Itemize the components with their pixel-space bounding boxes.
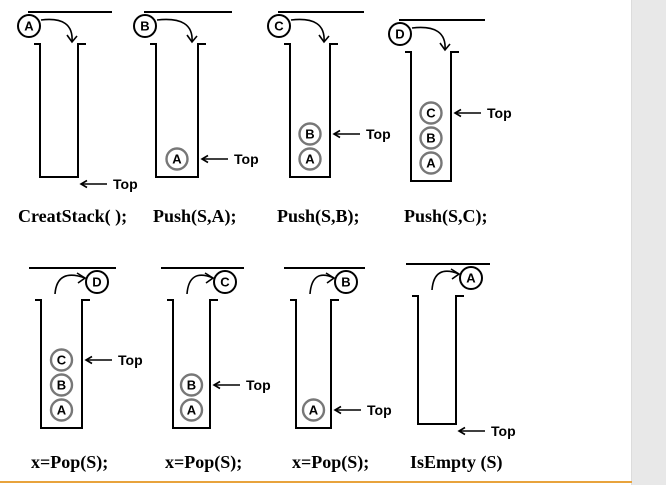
top-pointer-arrow-icon xyxy=(79,179,88,189)
top-label: Top xyxy=(491,423,516,439)
moving-element-label: D xyxy=(395,27,404,42)
moving-element-ball xyxy=(17,14,41,38)
top-label: Top xyxy=(118,352,143,368)
stack-element-label: B xyxy=(426,131,435,146)
curved-arrow-icon xyxy=(54,274,86,295)
moving-element-ball xyxy=(133,14,157,38)
top-pointer-arrow-icon xyxy=(84,355,93,365)
curved-arrow-icon xyxy=(309,274,335,295)
stack-element-label: A xyxy=(305,152,315,167)
arrow-head-icon xyxy=(450,268,461,280)
stack-element-ball xyxy=(179,373,204,397)
stack-element-ball xyxy=(179,398,204,422)
stack-element-label: A xyxy=(172,152,182,167)
top-label: Top xyxy=(246,377,271,393)
stack-container xyxy=(167,299,218,429)
top-label: Top xyxy=(366,126,391,142)
stack-element-label: B xyxy=(57,378,66,393)
stack-element-ball xyxy=(419,151,443,175)
curved-arrow-icon xyxy=(411,26,446,51)
stack-container xyxy=(284,43,338,178)
moving-element-label: B xyxy=(140,19,149,34)
arrow-head-icon xyxy=(204,272,215,284)
stack-element-label: C xyxy=(426,106,436,121)
moving-element-label: C xyxy=(274,19,284,34)
stack-element-label: A xyxy=(426,156,436,171)
stack-frame-7: B A Top x=Pop(S); xyxy=(284,267,392,473)
curved-arrow-icon xyxy=(186,274,214,295)
stack-element-ball xyxy=(49,398,74,422)
curved-arrow-icon xyxy=(40,18,73,43)
stack-element-ball xyxy=(419,126,443,150)
moving-element-label: A xyxy=(466,271,476,286)
top-label: Top xyxy=(487,105,512,121)
arrow-head-icon xyxy=(186,34,198,44)
operation-label: Push(S,A); xyxy=(153,206,237,227)
stack-container xyxy=(290,299,339,429)
moving-element-label: B xyxy=(341,275,350,290)
stack-container xyxy=(150,43,206,178)
top-pointer-arrow-icon xyxy=(333,405,342,415)
stack-element-ball xyxy=(49,348,74,372)
arrow-head-icon xyxy=(318,34,330,44)
top-pointer-arrow-icon xyxy=(453,108,462,118)
top-label: Top xyxy=(113,176,138,192)
operation-label: x=Pop(S); xyxy=(165,452,242,473)
stack-element-ball xyxy=(298,147,322,171)
moving-element-label: D xyxy=(92,275,101,290)
operation-label: Push(S,B); xyxy=(277,206,360,227)
top-label: Top xyxy=(234,151,259,167)
stack-frame-5: D ABC Top x=Pop(S); xyxy=(29,267,143,473)
stack-element-label: B xyxy=(305,127,314,142)
moving-element-ball xyxy=(459,266,483,290)
arrow-head-icon xyxy=(325,272,336,284)
moving-element-label: A xyxy=(24,19,34,34)
top-pointer-arrow-icon xyxy=(457,426,466,436)
operation-label: IsEmpty (S) xyxy=(410,452,503,473)
arrow-head-icon xyxy=(76,272,87,284)
curved-arrow-icon xyxy=(290,18,325,43)
moving-element-ball xyxy=(213,270,237,294)
top-pointer-arrow-icon xyxy=(200,154,209,164)
moving-element-ball xyxy=(388,22,412,46)
stack-element-ball xyxy=(298,122,322,146)
stack-container xyxy=(412,295,464,425)
stack-frame-6: C AB Top x=Pop(S); xyxy=(161,267,271,473)
curved-arrow-icon xyxy=(156,18,193,43)
arrow-head-icon xyxy=(439,42,451,52)
arrow-head-icon xyxy=(66,34,78,44)
stack-element-label: A xyxy=(57,403,67,418)
stack-element-label: A xyxy=(309,403,319,418)
operation-label: x=Pop(S); xyxy=(31,452,108,473)
stack-element-ball xyxy=(301,398,326,422)
moving-element-ball xyxy=(267,14,291,38)
top-pointer-arrow-icon xyxy=(212,380,221,390)
stack-element-ball xyxy=(419,101,443,125)
stack-container xyxy=(405,51,459,182)
stack-element-ball xyxy=(165,147,189,171)
moving-element-ball xyxy=(334,270,358,294)
operation-label: CreatStack( ); xyxy=(18,206,127,227)
curved-arrow-icon xyxy=(431,270,460,291)
stack-element-label: B xyxy=(187,378,196,393)
right-scroll-edge xyxy=(631,0,666,485)
top-label: Top xyxy=(367,402,392,418)
stack-element-ball xyxy=(49,373,74,397)
operation-label: x=Pop(S); xyxy=(292,452,369,473)
stack-container xyxy=(35,299,90,429)
moving-element-label: C xyxy=(220,275,230,290)
top-pointer-arrow-icon xyxy=(332,129,341,139)
bottom-accent-rule xyxy=(0,481,632,483)
moving-element-ball xyxy=(85,270,109,294)
stack-element-label: C xyxy=(57,353,67,368)
operation-label: Push(S,C); xyxy=(404,206,488,227)
stack-container xyxy=(34,43,86,178)
stack-element-label: A xyxy=(187,403,197,418)
